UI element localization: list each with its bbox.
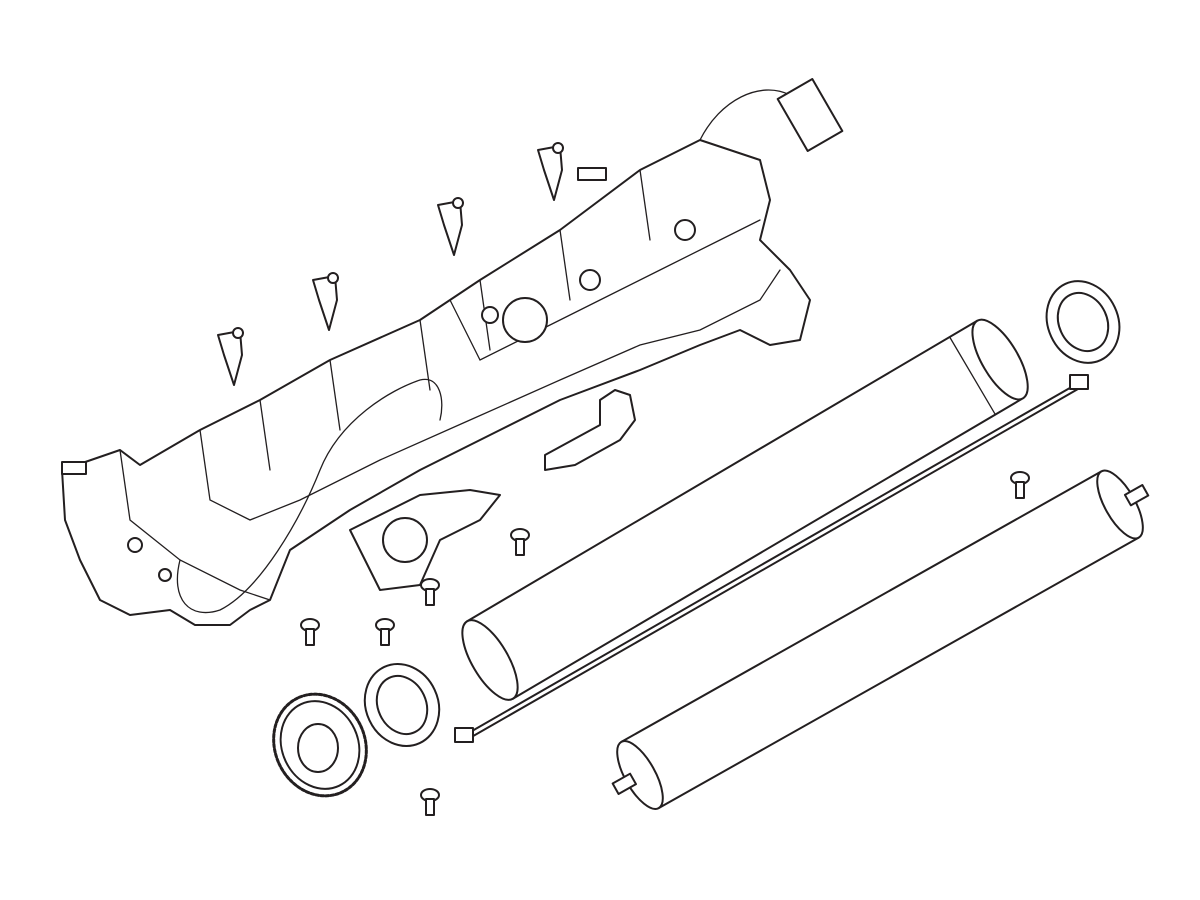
screw-icon	[1010, 471, 1030, 499]
heater-lamp	[454, 374, 1089, 743]
screw-icon	[375, 618, 395, 646]
thermostat	[382, 517, 428, 563]
lever	[577, 167, 607, 181]
lever	[61, 461, 87, 475]
claw	[537, 142, 564, 201]
screw-icon	[510, 528, 530, 556]
heat-roller	[461, 318, 1029, 701]
screw-icon	[420, 788, 440, 816]
separation-claws	[217, 142, 564, 386]
drive-gear	[272, 692, 368, 798]
bushing-right	[1045, 280, 1121, 364]
claw	[312, 272, 339, 331]
pressure-roller	[611, 469, 1150, 810]
screw-icon	[300, 618, 320, 646]
screws	[300, 471, 1030, 816]
screw-icon	[420, 578, 440, 606]
bracket	[544, 389, 636, 471]
fuser-frame	[61, 78, 844, 626]
bushing-left	[363, 663, 441, 747]
claw	[437, 197, 464, 256]
connector	[776, 78, 844, 152]
claw	[217, 327, 244, 386]
